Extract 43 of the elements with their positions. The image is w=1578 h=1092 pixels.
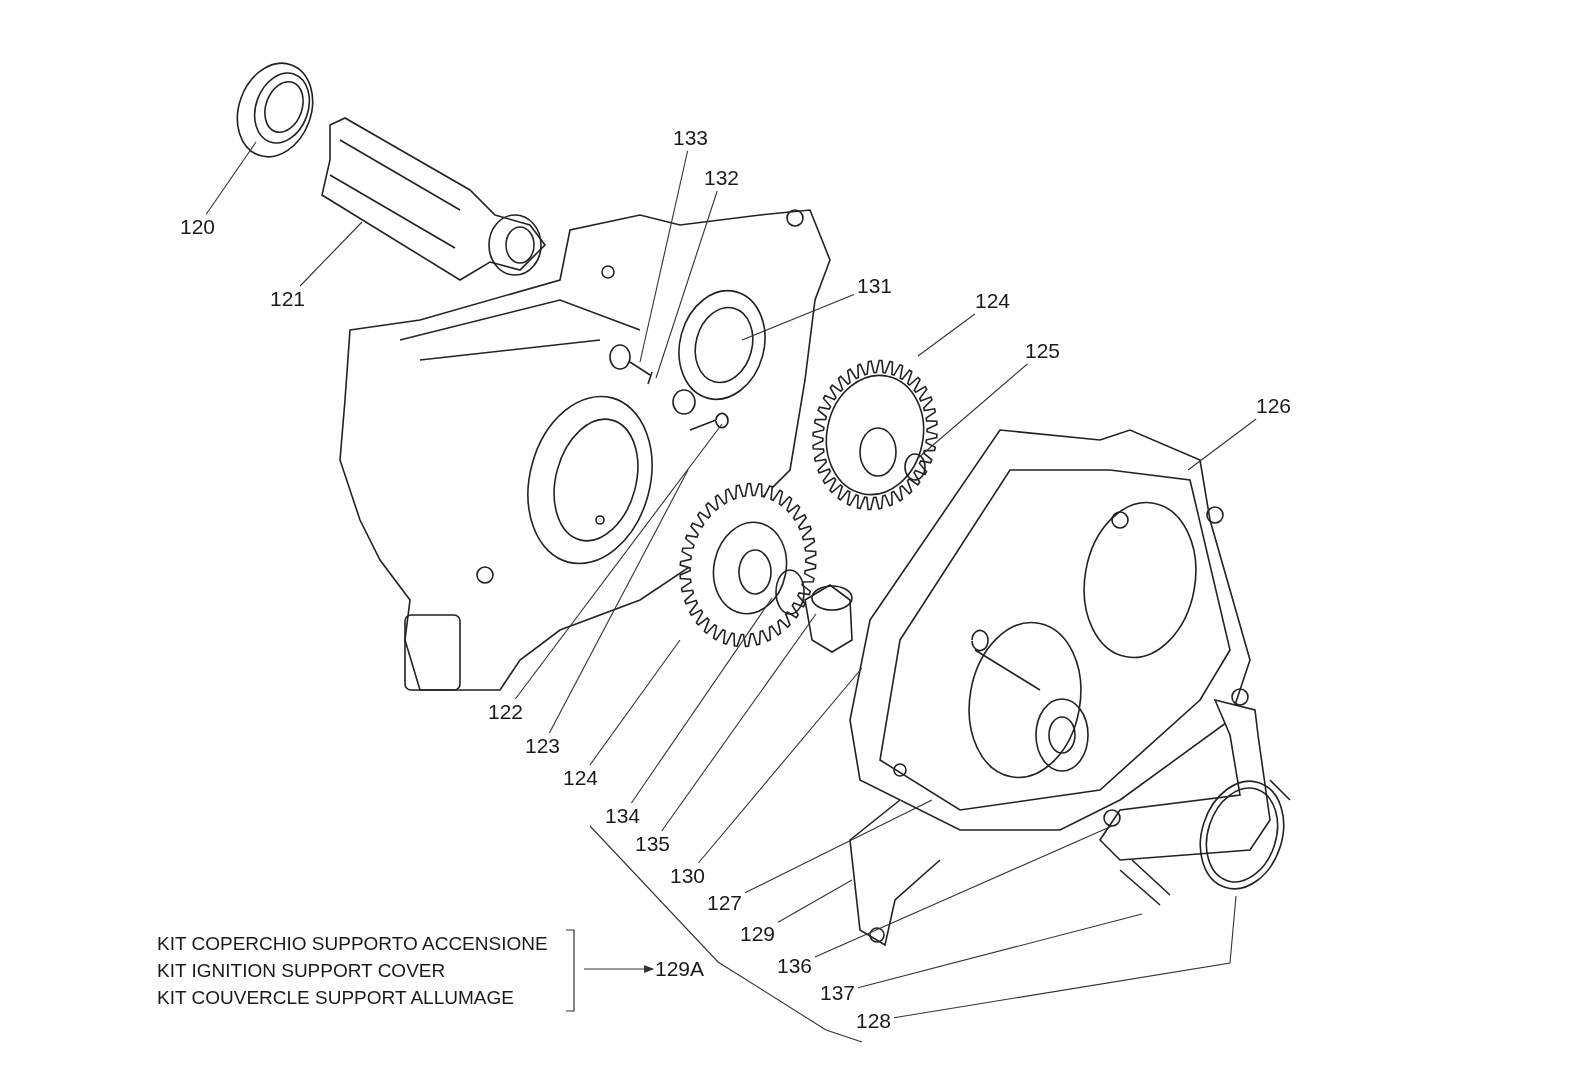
- leader-line: [741, 293, 855, 341]
- leader-line: [299, 221, 363, 287]
- leader-line: [630, 597, 773, 804]
- leader-line: [514, 423, 723, 700]
- leader-line: [917, 313, 976, 357]
- leader-line: [548, 469, 689, 734]
- leader-line: [1187, 418, 1257, 471]
- callout-number: 121: [270, 287, 306, 311]
- kit-description: KIT COUVERCLE SUPPORT ALLUMAGE: [157, 986, 515, 1010]
- kit-description: KIT IGNITION SUPPORT COVER: [157, 959, 447, 983]
- kit-description: KIT COPERCHIO SUPPORTO ACCENSIONE: [157, 932, 548, 956]
- leader-line: [744, 799, 933, 894]
- callout-number: 131: [857, 274, 893, 298]
- callout-number: 130: [670, 864, 706, 888]
- callout-number: 127: [707, 891, 743, 915]
- leader-line: [655, 190, 718, 379]
- callout-number: 128: [856, 1009, 892, 1033]
- callout-number: 135: [635, 832, 671, 856]
- callout-number: 129: [740, 922, 776, 946]
- arrow: [583, 965, 654, 973]
- callout-number: 134: [605, 804, 641, 828]
- callout-number: 125: [1025, 339, 1061, 363]
- callout-number: 124: [975, 289, 1011, 313]
- callout-number: 122: [488, 700, 524, 724]
- callout-number: 137: [820, 981, 856, 1005]
- leader-line: [639, 150, 689, 363]
- callout-number: 132: [704, 166, 740, 190]
- leader-line: [697, 667, 863, 864]
- leader-line: [777, 879, 853, 923]
- callout-number: 126: [1256, 394, 1292, 418]
- leader-line: [814, 825, 1113, 958]
- leader-line: [893, 895, 1237, 1019]
- leader-line: [917, 363, 1028, 459]
- leader-line: [857, 913, 1143, 989]
- leader-line: [589, 639, 681, 766]
- callout-number: 133: [673, 126, 709, 150]
- callout-number: 120: [180, 215, 216, 239]
- callout-number: 129A: [655, 957, 705, 981]
- leader-line: [205, 141, 257, 215]
- callout-number: 136: [777, 954, 813, 978]
- callout-number: 124: [563, 766, 599, 790]
- leader-line: [661, 613, 817, 832]
- callout-number: 123: [525, 734, 561, 758]
